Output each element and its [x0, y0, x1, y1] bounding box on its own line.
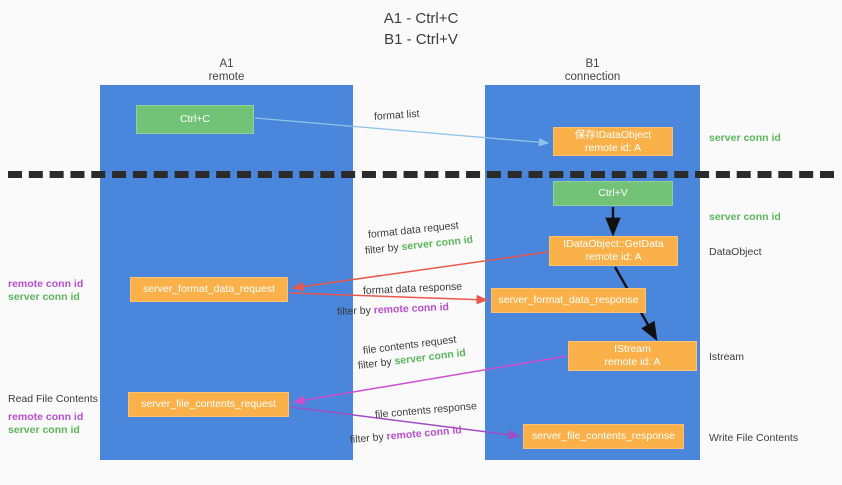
box-istream-line2: remote id: A — [604, 356, 661, 368]
lane-a1-subtitle: remote — [208, 71, 245, 83]
filter-by-text: filter by — [357, 355, 396, 372]
note-conn-ids-lower: remote conn id server conn id — [8, 411, 83, 437]
lane-b1-subtitle: connection — [564, 71, 621, 83]
box-getdata-line2: remote id: A — [585, 251, 642, 263]
box-server-file-contents-request-label: server_file_contents_request — [141, 398, 276, 410]
note-server-conn-id-top: server conn id — [709, 132, 781, 144]
box-server-format-data-request[interactable]: server_format_data_request — [130, 277, 288, 302]
page-title: A1 - Ctrl+C B1 - Ctrl+V — [0, 8, 842, 50]
box-server-file-contents-response[interactable]: server_file_contents_response — [523, 424, 684, 449]
filter-by-text: filter by — [336, 304, 374, 318]
lane-a1-name: A1 — [219, 58, 234, 70]
box-server-file-contents-request[interactable]: server_file_contents_request — [128, 392, 289, 417]
box-ctrl-v-label: Ctrl+V — [598, 187, 628, 199]
label-file-contents-response-filter: filter by remote conn id — [349, 424, 462, 446]
box-server-file-contents-response-label: server_file_contents_response — [531, 430, 675, 442]
box-ctrl-c[interactable]: Ctrl+C — [136, 105, 254, 134]
title-line-1: A1 - Ctrl+C — [383, 10, 459, 27]
box-save-idataobject-line1: 保存IDataObject — [574, 128, 652, 141]
server-conn-id-text: server conn id — [400, 233, 474, 254]
label-format-data-response-filter: filter by remote conn id — [337, 301, 449, 318]
note-server-conn-id-upper: server conn id — [8, 291, 80, 303]
filter-by-text: filter by — [364, 241, 403, 257]
phase-separator — [8, 171, 834, 178]
box-server-format-data-request-label: server_format_data_request — [143, 283, 275, 295]
box-server-format-data-response[interactable]: server_format_data_response — [491, 288, 646, 313]
box-getdata-line1: IDataObject::GetData — [563, 238, 664, 250]
box-server-format-data-response-label: server_format_data_response — [498, 294, 639, 306]
title-line-2: B1 - Ctrl+V — [384, 31, 458, 48]
lane-header-b1: B1 connection — [506, 58, 679, 84]
label-file-contents-response: file contents response — [374, 400, 478, 421]
label-format-list: format list — [373, 107, 420, 123]
note-server-conn-id-mid: server conn id — [709, 211, 781, 223]
note-remote-conn-id-lower: remote conn id — [8, 411, 84, 423]
label-format-data-response: format data response — [362, 280, 463, 297]
note-istream: Istream — [709, 351, 745, 363]
box-istream[interactable]: IStream remote id: A — [568, 341, 697, 371]
box-ctrl-c-label: Ctrl+C — [179, 113, 211, 125]
note-write-file-contents: Write File Contents — [709, 432, 799, 444]
note-read-file-contents: Read File Contents — [8, 393, 98, 405]
box-istream-line1: IStream — [614, 343, 651, 355]
lane-header-a1: A1 remote — [140, 58, 313, 84]
filter-by-text: filter by — [349, 430, 388, 446]
note-remote-conn-id-upper: remote conn id — [8, 278, 84, 290]
lane-b1-name: B1 — [585, 58, 600, 70]
note-dataobject: DataObject — [709, 246, 762, 258]
box-idataobject-getdata[interactable]: IDataObject::GetData remote id: A — [549, 236, 678, 266]
remote-conn-id-text: remote conn id — [386, 424, 463, 443]
box-save-idataobject[interactable]: 保存IDataObject remote id: A — [553, 127, 673, 156]
remote-conn-id-text: remote conn id — [373, 301, 450, 317]
note-server-conn-id-lower: server conn id — [8, 424, 80, 436]
box-save-idataobject-line2: remote id: A — [584, 141, 642, 154]
note-conn-ids-upper: remote conn id server conn id — [8, 278, 83, 304]
box-ctrl-v[interactable]: Ctrl+V — [553, 181, 673, 206]
